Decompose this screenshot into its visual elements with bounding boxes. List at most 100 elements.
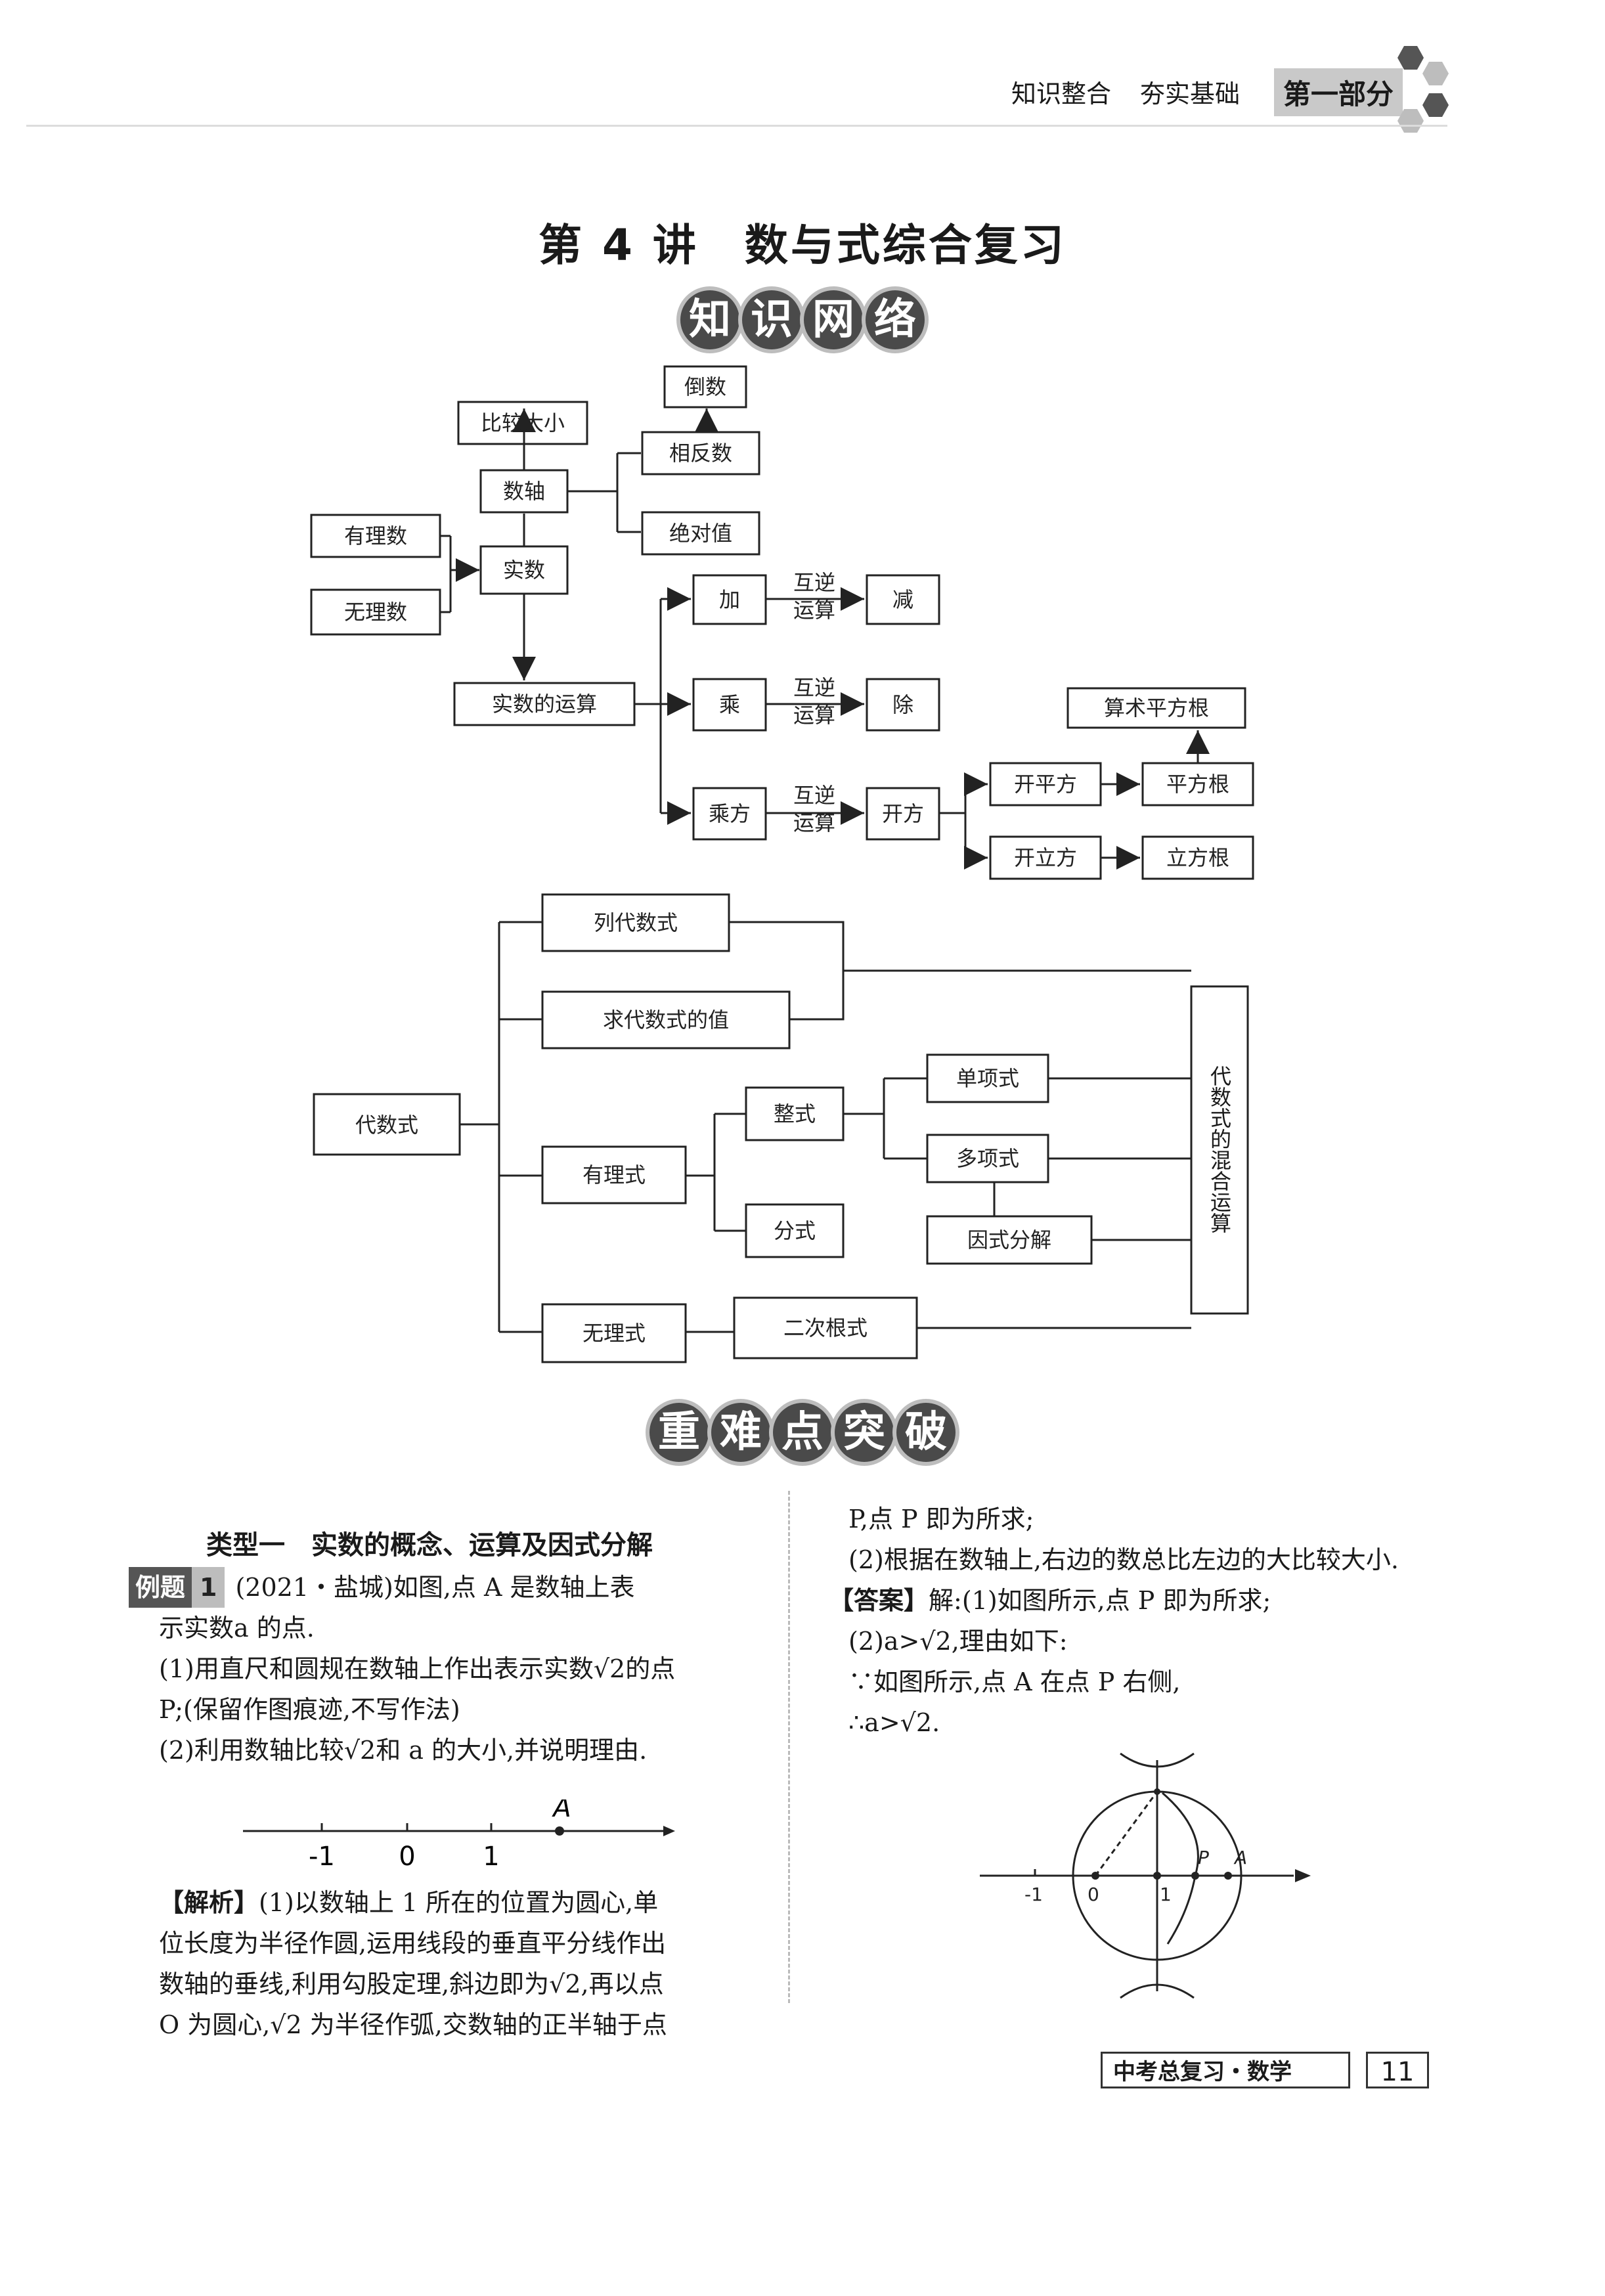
analysis-line: (1)以数轴上 1 所在的位置为圆心,单 [259,1888,659,1917]
label-lifanggen: 立方根 [1166,845,1229,870]
question-line: (2021・盐城)如图,点 A 是数轴上表 [235,1573,635,1602]
type-heading: 类型一 实数的概念、运算及因式分解 [206,1530,653,1560]
label-yinshi: 因式分解 [967,1227,1051,1252]
header-rule [26,125,1447,127]
number-line-figure: -1 0 1 A [243,1799,675,1872]
badge-char: 识 [742,290,801,349]
badge-char: 难 [711,1403,770,1462]
label-youli: 有理数 [344,523,407,548]
fig-label: 0 [1088,1884,1099,1905]
label-youlishi: 有理式 [583,1162,646,1187]
analysis-block: 【解析】(1)以数轴上 1 所在的位置为圆心,单 位长度为半径作圆,运用线段的垂… [159,1882,776,2045]
badge-char: 网 [804,290,863,349]
label-jian: 减 [892,587,913,612]
fig-label: P [1198,1847,1209,1868]
label-lie: 列代数式 [594,910,678,935]
header-section-a: 知识整合 [1011,79,1112,108]
analysis-tag: 【解析】 [159,1888,259,1917]
answer-line: ∵如图所示,点 A 在点 P 右侧, [848,1667,1181,1696]
tick-label: -1 [309,1842,335,1872]
column-divider [788,1491,790,2003]
example-number: 1 [192,1567,225,1608]
label-kaifang: 开方 [882,801,924,826]
label-zhengshi: 整式 [774,1101,816,1126]
label-duoxiang: 多项式 [956,1146,1019,1171]
box-suanshu [1066,687,1246,729]
label-huni2: 互逆 [793,675,835,700]
badge-char: 知 [680,290,739,349]
label-kaipingfang: 开平方 [1014,772,1077,797]
label-wulishi: 无理式 [583,1321,646,1346]
point-a-label: A [551,1799,571,1823]
question-line: (1)用直尺和圆规在数轴上作出表示实数√2的点 [159,1654,676,1683]
answer-line: P,点 P 即为所求; [848,1505,1034,1534]
label-hunhe: 代数式的混合运算 [1207,1065,1232,1233]
header-part-label: 第一部分 [1274,68,1403,116]
construction-figure: -1 0 1 P A [980,1752,1311,1999]
box-juedui [641,511,760,556]
answer-block: P,点 P 即为所求; (2)根据在数轴上,右边的数总比左边的大比较大小. 【答… [829,1499,1485,1743]
label-huni3: 互逆 [793,783,835,808]
label-yunsuan2: 运算 [793,703,835,728]
label-yunsuan1: 运算 [793,598,835,623]
label-chu: 除 [892,692,913,717]
label-yunsuan3: 运算 [793,810,835,835]
label-xiangfan: 相反数 [669,441,732,466]
box-wulishi [541,1303,687,1363]
badge-knowledge-network: 知识网络 [0,290,1605,349]
fig-label: A [1233,1847,1247,1868]
label-qiu: 求代数式的值 [603,1007,729,1032]
label-wuli: 无理数 [344,600,407,625]
badge-char: 破 [896,1403,956,1462]
knowledge-network-diagram: 倒数 比较大小 相反数 数轴 绝对值 有理数 实数 无理数 加 减 互逆 运算 … [310,365,1254,1363]
badge-char: 点 [773,1403,832,1462]
box-hunhe [1190,985,1249,1315]
analysis-line: 数轴的垂线,利用勾股定理,斜边即为√2,再以点 [159,1970,664,1998]
header-section-b: 夯实基础 [1140,79,1241,108]
answer-line: (2)a>√2,理由如下: [848,1627,1068,1656]
answer-line: (2)根据在数轴上,右边的数总比左边的大比较大小. [848,1545,1399,1574]
answer-line: 解:(1)如图所示,点 P 即为所求; [929,1586,1271,1615]
label-shishu-yunsuan: 实数的运算 [492,692,597,717]
label-shishu: 实数 [503,558,545,583]
example-tag: 例题 [129,1567,192,1608]
fig-label: -1 [1024,1884,1043,1905]
badge-char: 络 [866,290,925,349]
label-chengfang: 乘方 [709,801,751,826]
label-danxiang: 单项式 [956,1066,1019,1091]
answer-tag: 【答案】 [829,1586,929,1615]
badge-char: 重 [649,1403,709,1462]
badge-char: 突 [835,1403,894,1462]
answer-line: ∴a>√2. [848,1708,940,1737]
fig-label: 1 [1160,1884,1172,1905]
badge-key-points: 重难点突破 [0,1403,1605,1462]
label-cheng: 乘 [719,692,740,717]
label-huni1: 互逆 [793,570,835,595]
question-line: (2)利用数轴比较√2和 a 的大小,并说明理由. [159,1736,648,1765]
box-xiangfan [641,431,760,475]
label-bijiao: 比较大小 [481,410,565,435]
label-pingfanggen: 平方根 [1166,772,1229,797]
box-bijiao [457,401,588,445]
page-title: 第 4 讲 数与式综合复习 [539,220,1066,271]
label-daishushi: 代数式 [355,1113,418,1137]
label-suanshu: 算术平方根 [1104,695,1209,720]
box-daoshu [663,365,747,408]
label-jia: 加 [719,587,740,612]
point-a-dot [555,1826,564,1836]
page-number: 11 [1366,2052,1429,2088]
label-erci: 二次根式 [783,1315,868,1340]
box-chu [866,678,940,732]
box-lifanggen [1141,835,1254,880]
tick-label: 0 [399,1842,415,1872]
question-line: 示实数a 的点. [159,1614,315,1643]
analysis-line: O 为圆心,√2 为半径作弧,交数轴的正半轴于点 [159,2010,667,2039]
box-jian [866,574,940,625]
label-kailifang: 开立方 [1014,845,1077,870]
question-line: P;(保留作图痕迹,不写作法) [159,1695,460,1724]
tick-label: 1 [483,1842,499,1872]
label-juedui: 绝对值 [669,521,732,546]
label-daoshu: 倒数 [684,374,726,399]
label-shuzhou: 数轴 [503,479,545,504]
